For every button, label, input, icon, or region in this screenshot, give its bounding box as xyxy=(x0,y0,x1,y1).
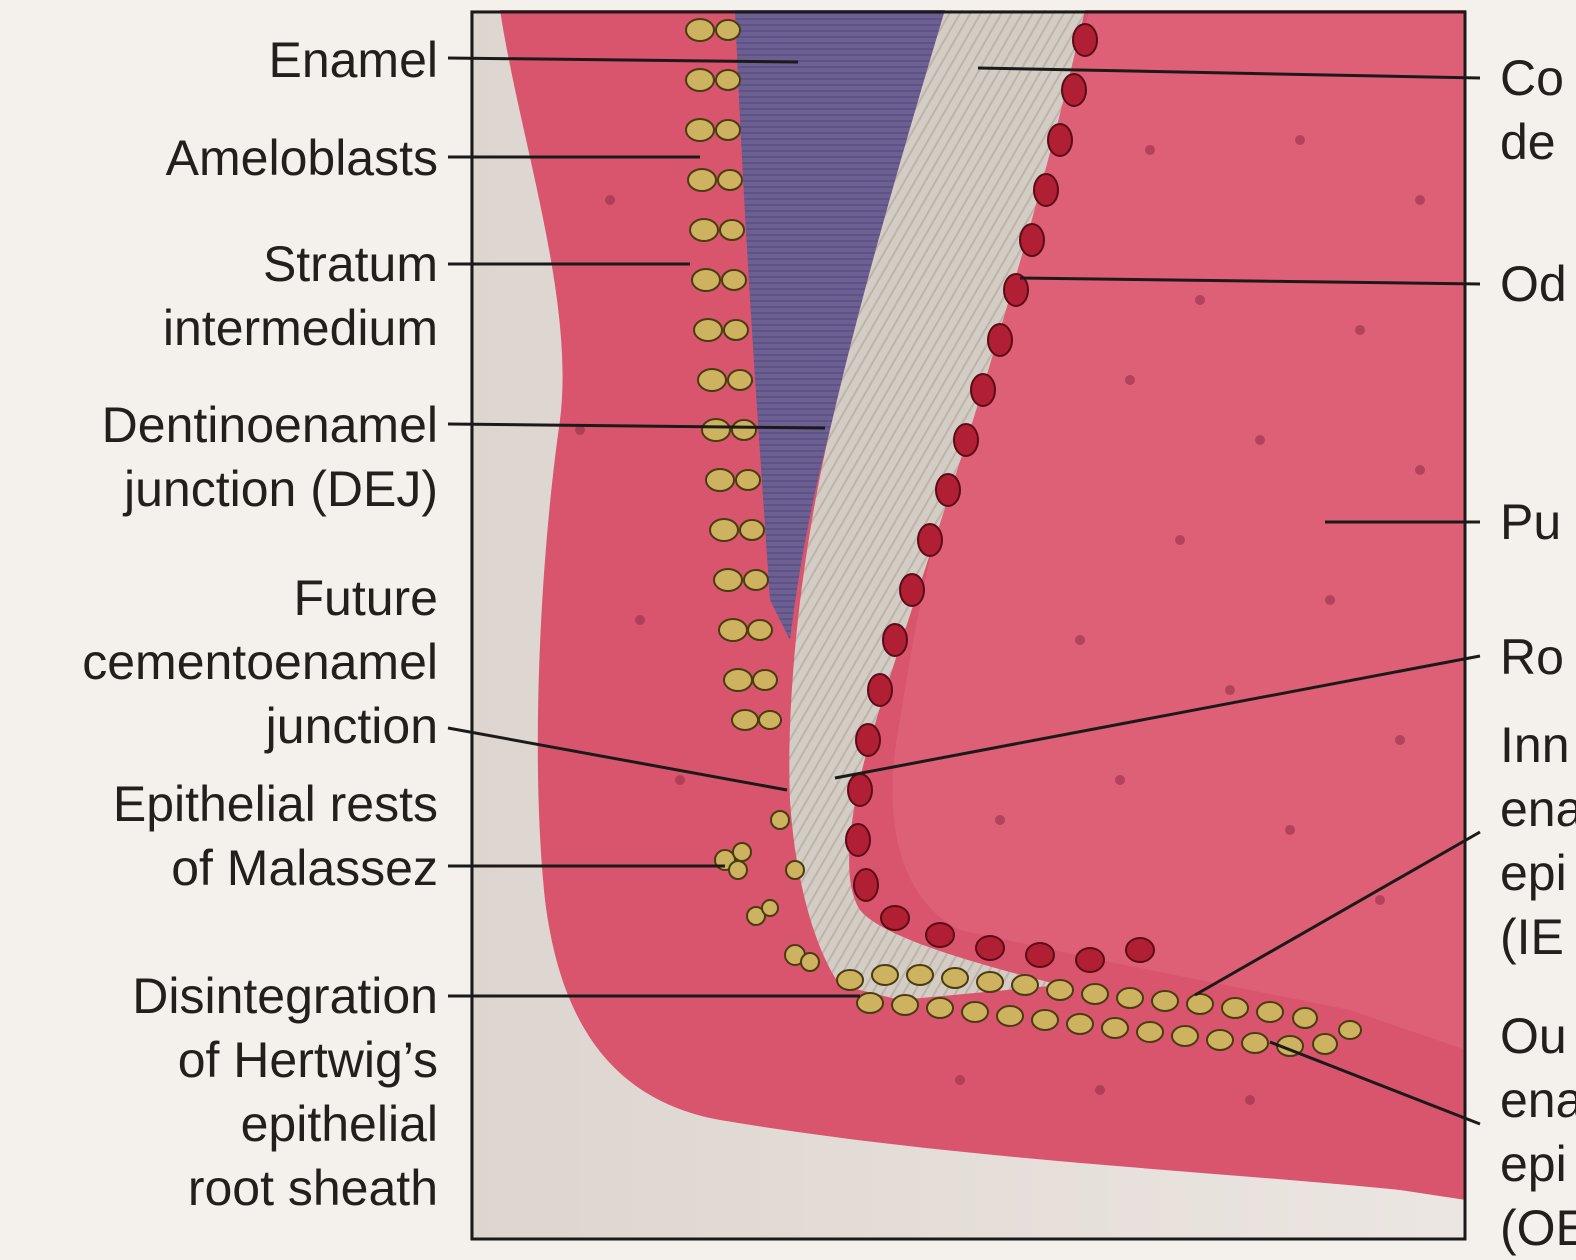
label-pulp: Pu xyxy=(1500,490,1561,554)
label-enamel: Enamel xyxy=(268,28,438,92)
label-root: Ro xyxy=(1500,625,1564,689)
label-dentinoenamel-junction: Dentinoenamel junction (DEJ) xyxy=(102,393,438,521)
label-hertwig-root-sheath: Disintegration of Hertwig’s epithelial r… xyxy=(132,964,438,1220)
label-ameloblasts: Ameloblasts xyxy=(166,126,438,190)
label-epithelial-rests: Epithelial rests of Malassez xyxy=(113,772,438,900)
label-inner-enamel-epithelium: Inn ena epi (IE xyxy=(1500,713,1576,969)
label-odontoblasts: Od xyxy=(1500,252,1567,316)
label-future-cementoenamel-junction: Future cementoenamel junction xyxy=(82,566,438,758)
label-outer-enamel-epithelium: Ou ena epi (OE xyxy=(1500,1004,1576,1260)
label-coronal-dentin: Co de xyxy=(1500,46,1564,174)
label-stratum-intermedium: Stratum intermedium xyxy=(163,232,438,360)
